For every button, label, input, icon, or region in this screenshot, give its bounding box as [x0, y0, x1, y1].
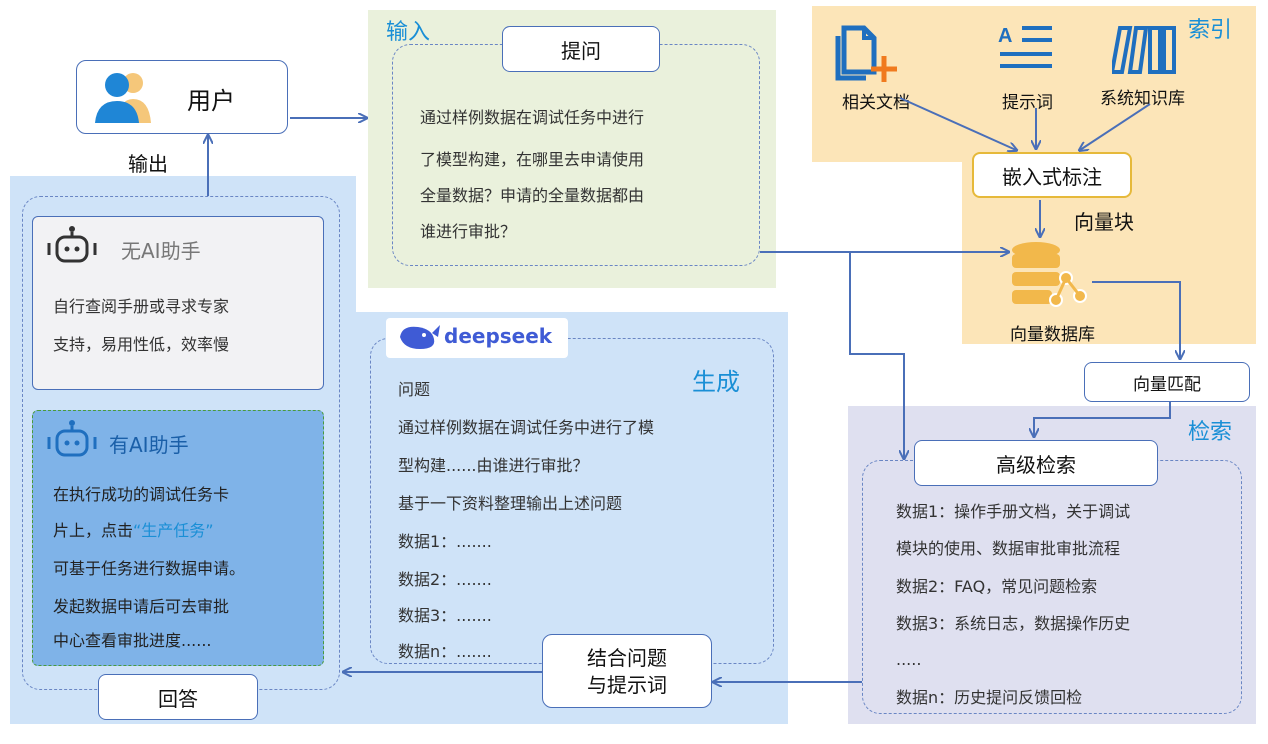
retrieval-line: 数据1：操作手册文档，关于调试 [896, 502, 1131, 521]
with-ai-text: 片上，点击 [53, 521, 134, 540]
no-ai-line: 自行查阅手册或寻求专家 [53, 297, 230, 316]
generation-title: 生成 [692, 368, 740, 396]
user-label: 用户 [187, 87, 235, 115]
retrieval-line: 模块的使用、数据审批审批流程 [896, 539, 1121, 558]
document-add-icon [835, 25, 897, 82]
generation-line: 数据n：....... [398, 642, 492, 661]
arrow-match-to-advanced [1034, 402, 1171, 436]
advanced-retrieval-box: 高级检索 [914, 440, 1158, 486]
no-ai-card: 无AI助手 自行查阅手册或寻求专家 支持，易用性低，效率慢 [32, 216, 324, 390]
output-label: 输出 [128, 152, 168, 176]
no-ai-title: 无AI助手 [121, 239, 201, 263]
generation-line: 数据2：....... [398, 570, 492, 589]
with-ai-line: 在执行成功的调试任务卡 [53, 485, 230, 504]
generation-line: 数据1：....... [398, 532, 492, 551]
vector-db-label: 向量数据库 [1010, 325, 1095, 345]
vector-match-box: 向量匹配 [1084, 362, 1250, 402]
with-ai-line: 片上，点击“生产任务” [53, 517, 214, 541]
svg-text:A: A [998, 25, 1012, 47]
combine-line: 结合问题 [587, 646, 667, 670]
input-line: 谁进行审批？ [420, 222, 517, 241]
arrow-kb-to-embed [1080, 103, 1151, 150]
prompt-text-icon: A [998, 25, 1052, 68]
whale-icon [400, 325, 440, 349]
index-item-docs: 相关文档 [842, 93, 910, 113]
input-line: 全量数据？申请的全量数据都由 [420, 186, 645, 205]
vector-database-icon [1012, 242, 1087, 307]
index-item-kb: 系统知识库 [1100, 89, 1185, 109]
index-title: 索引 [1188, 18, 1233, 43]
deepseek-brand: deepseek [444, 324, 553, 348]
generation-line: 基于一下资料整理输出上述问题 [398, 494, 623, 513]
input-line: 了模型构建，在哪里去申请使用 [420, 150, 645, 169]
with-ai-line: 中心查看审批进度...... [53, 631, 212, 650]
embed-label-box: 嵌入式标注 [972, 152, 1132, 198]
question-box: 提问 [502, 26, 660, 72]
generation-line: 型构建......由谁进行审批？ [398, 456, 589, 475]
generation-line: 通过样例数据在调试任务中进行了模 [398, 418, 655, 437]
retrieval-line: ..... [896, 650, 922, 669]
with-ai-card: 有AI助手 在执行成功的调试任务卡 片上，点击“生产任务” 可基于任务进行数据申… [32, 410, 324, 666]
generation-line: 问题 [398, 380, 431, 399]
combine-box: 结合问题 与提示词 [542, 634, 712, 708]
deepseek-logo: deepseek [386, 318, 568, 358]
no-ai-line: 支持，易用性低，效率慢 [53, 335, 230, 354]
robot-icon [47, 226, 97, 263]
retrieval-line: 数据2：FAQ，常见问题检索 [896, 577, 1098, 596]
books-icon [1112, 26, 1176, 74]
retrieval-title: 检索 [1188, 420, 1233, 445]
retrieval-line: 数据n：历史提问反馈回检 [896, 688, 1083, 707]
arrow-docs-to-embed [899, 97, 1016, 150]
with-ai-line: 可基于任务进行数据申请。 [53, 559, 246, 578]
answer-box: 回答 [98, 674, 258, 720]
retrieval-line: 数据3：系统日志，数据操作历史 [896, 614, 1131, 633]
with-ai-title: 有AI助手 [109, 433, 189, 457]
vector-chunk-label: 向量块 [1074, 210, 1134, 234]
input-title: 输入 [386, 20, 431, 45]
with-ai-line: 发起数据申请后可去审批 [53, 597, 230, 616]
combine-line: 与提示词 [587, 673, 667, 697]
user-box: 用户 [76, 60, 288, 134]
index-panel [812, 6, 1256, 162]
with-ai-link: “生产任务” [133, 521, 214, 540]
input-line: 通过样例数据在调试任务中进行 [420, 108, 645, 127]
generation-line: 数据3：....... [398, 606, 492, 625]
arrow-input-to-retrieval [849, 252, 904, 458]
index-item-prompt: 提示词 [1002, 93, 1053, 113]
user-group-icon [95, 73, 151, 123]
robot-icon [47, 420, 97, 457]
arrow-db-to-match [1092, 281, 1180, 358]
